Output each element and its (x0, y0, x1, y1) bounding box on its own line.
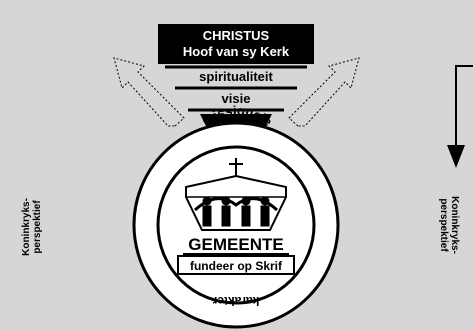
right-label-line2: perspektief (438, 198, 449, 252)
right-label-line1: Koninkryks- (449, 196, 460, 254)
foundation-label: fundeer op Skrif (190, 259, 283, 273)
left-side-label: Koninkryks- perspektief (21, 198, 43, 256)
right-dotted-arrow (288, 57, 360, 127)
band2-label: visie (222, 91, 251, 106)
gemeente-label: GEMEENTE (188, 235, 283, 254)
right-down-arrow (447, 65, 473, 168)
header-box (158, 24, 314, 64)
left-label-line2: perspektief (32, 200, 43, 254)
left-dotted-arrow (113, 57, 185, 127)
left-label-line1: Koninkryks- (21, 198, 32, 256)
header-line1: CHRISTUS (203, 28, 270, 43)
header-line2: Hoof van sy Kerk (183, 44, 290, 59)
people-icon (193, 196, 279, 227)
right-side-label: Koninkryks- perspektief (438, 196, 460, 254)
foundation-box (177, 255, 295, 275)
band1-label: spiritualiteit (199, 69, 273, 84)
cross-icon (229, 158, 243, 176)
church-roof-outline (185, 174, 287, 231)
arc-bottom-label: karakter (212, 294, 259, 308)
